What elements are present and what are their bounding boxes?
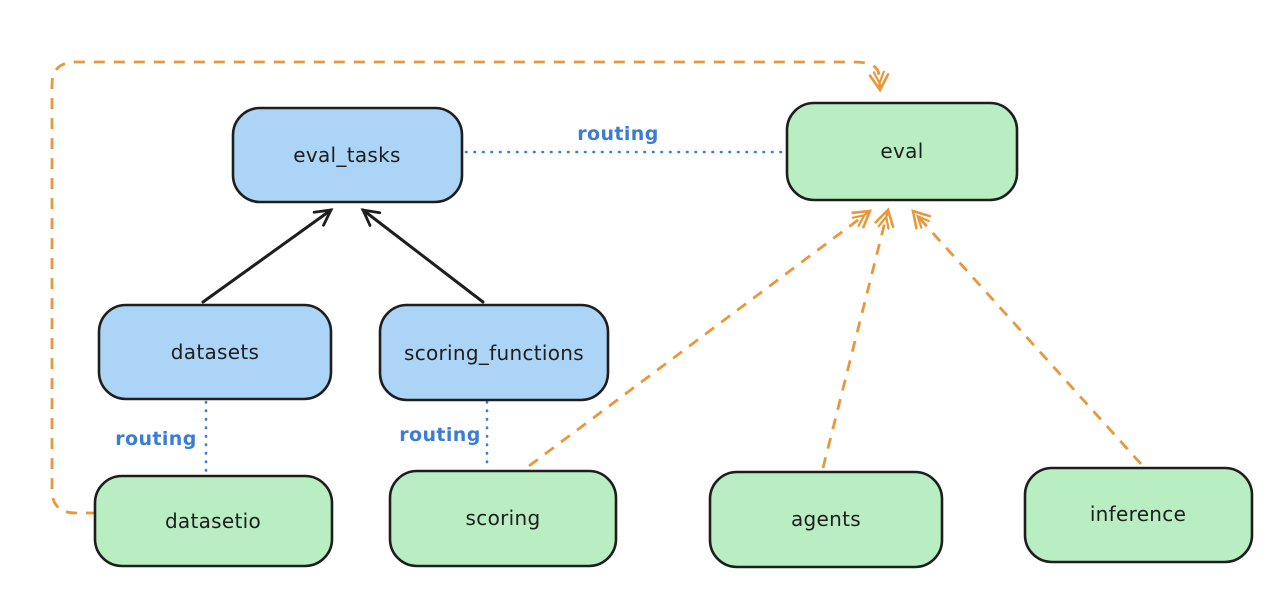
node-inference: inference (1023, 466, 1254, 564)
node-datasets: datasets (97, 303, 333, 401)
node-datasets-box (97, 303, 333, 401)
node-datasetio: datasetio (93, 474, 334, 568)
edge-scoring-to-eval (528, 209, 873, 468)
node-eval-tasks-box (231, 106, 464, 204)
edge-agents-to-eval (821, 207, 895, 469)
node-scoring-functions-label: scoring_functions (404, 341, 584, 365)
node-eval: eval (785, 101, 1019, 202)
node-agents-box (708, 470, 944, 569)
node-datasetio-box (93, 474, 334, 568)
routing-label-scoring-functions-scoring: routing (399, 424, 480, 446)
edge-datasetio-to-eval (50, 60, 890, 515)
node-scoring-label: scoring (466, 506, 541, 530)
edge-datasets-to-eval-tasks (201, 208, 334, 304)
node-eval-label: eval (880, 139, 923, 163)
node-scoring-functions-box (378, 303, 610, 402)
routing-label-eval-tasks-eval: routing (577, 123, 658, 145)
node-inference-label: inference (1090, 502, 1186, 526)
node-scoring-functions: scoring_functions (378, 303, 610, 402)
node-inference-box (1023, 466, 1254, 564)
node-scoring: scoring (388, 469, 618, 568)
node-agents: agents (708, 470, 944, 569)
edge-inference-to-eval (911, 209, 1143, 465)
edge-scoring-functions-to-eval-tasks (360, 208, 485, 304)
node-agents-label: agents (791, 507, 861, 531)
node-eval-tasks-label: eval_tasks (293, 143, 400, 167)
node-datasets-label: datasets (171, 340, 259, 364)
node-eval-box (785, 101, 1019, 202)
node-scoring-box (388, 469, 618, 568)
node-datasetio-label: datasetio (165, 509, 261, 533)
routing-label-datasets-datasetio: routing (115, 428, 196, 450)
node-eval-tasks: eval_tasks (231, 106, 464, 204)
